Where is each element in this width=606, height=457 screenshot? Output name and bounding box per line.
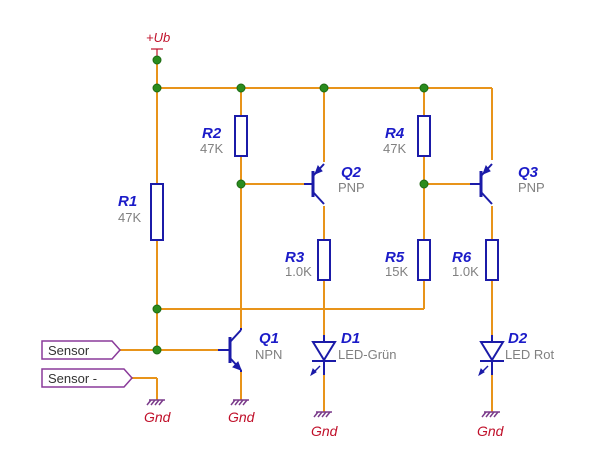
ground-label-4: Gnd bbox=[477, 423, 505, 439]
node bbox=[152, 83, 162, 93]
r4-value: 47K bbox=[383, 141, 406, 156]
transistor-q2-pnp: Q2 PNP bbox=[304, 163, 365, 205]
junction-nodes bbox=[152, 55, 429, 355]
q1-name: Q1 bbox=[259, 330, 279, 347]
resistor-r4: R4 47K bbox=[383, 115, 431, 157]
resistor-r2: R2 47K bbox=[200, 115, 248, 157]
r1-name: R1 bbox=[118, 193, 137, 210]
ground-symbol-4: Gnd bbox=[477, 411, 505, 439]
wires bbox=[120, 60, 493, 412]
q2-name: Q2 bbox=[341, 164, 362, 181]
d2-value: LED Rot bbox=[505, 347, 555, 362]
resistor-r1: R1 47K bbox=[118, 183, 164, 241]
r3-value: 1.0K bbox=[285, 264, 312, 279]
r2-name: R2 bbox=[202, 125, 222, 142]
ground-symbol-1: Gnd bbox=[144, 399, 172, 425]
port-sensor-plus-label: Sensor bbox=[48, 343, 90, 358]
resistor-r6: R6 1.0K bbox=[452, 239, 499, 281]
r6-name: R6 bbox=[452, 249, 472, 266]
transistor-q1-npn: Q1 NPN bbox=[218, 328, 282, 372]
r5-value: 15K bbox=[385, 264, 408, 279]
r2-value: 47K bbox=[200, 141, 223, 156]
node bbox=[419, 179, 429, 189]
r6-value: 1.0K bbox=[452, 264, 479, 279]
r5-name: R5 bbox=[385, 249, 405, 266]
r3-name: R3 bbox=[285, 249, 305, 266]
led-d2: D2 LED Rot bbox=[478, 330, 555, 377]
ground-symbol-2: Gnd bbox=[228, 399, 256, 425]
node bbox=[152, 345, 162, 355]
power-symbol: +Ub bbox=[146, 30, 170, 60]
r4-name: R4 bbox=[385, 125, 405, 142]
node bbox=[236, 83, 246, 93]
ground-label-1: Gnd bbox=[144, 409, 172, 425]
q3-type: PNP bbox=[518, 180, 545, 195]
ground-symbol-3: Gnd bbox=[311, 411, 339, 439]
port-sensor-plus: Sensor bbox=[41, 340, 122, 360]
d1-name: D1 bbox=[341, 330, 360, 347]
r1-value: 47K bbox=[118, 210, 141, 225]
port-sensor-minus: Sensor - bbox=[41, 368, 134, 388]
node bbox=[319, 83, 329, 93]
q1-type: NPN bbox=[255, 347, 282, 362]
node bbox=[236, 179, 246, 189]
transistor-q3-pnp: Q3 PNP bbox=[470, 163, 545, 205]
ground-label-2: Gnd bbox=[228, 409, 256, 425]
led-d1: D1 LED-Grün bbox=[310, 330, 397, 377]
d1-value: LED-Grün bbox=[338, 347, 397, 362]
power-label: +Ub bbox=[146, 30, 170, 45]
node bbox=[419, 83, 429, 93]
node bbox=[152, 304, 162, 314]
resistor-r5: R5 15K bbox=[385, 239, 431, 281]
resistor-r3: R3 1.0K bbox=[285, 239, 331, 281]
d2-name: D2 bbox=[508, 330, 528, 347]
ground-label-3: Gnd bbox=[311, 423, 339, 439]
q2-type: PNP bbox=[338, 180, 365, 195]
port-sensor-minus-label: Sensor - bbox=[48, 371, 97, 386]
node-power-terminal bbox=[152, 55, 162, 65]
q3-name: Q3 bbox=[518, 164, 539, 181]
